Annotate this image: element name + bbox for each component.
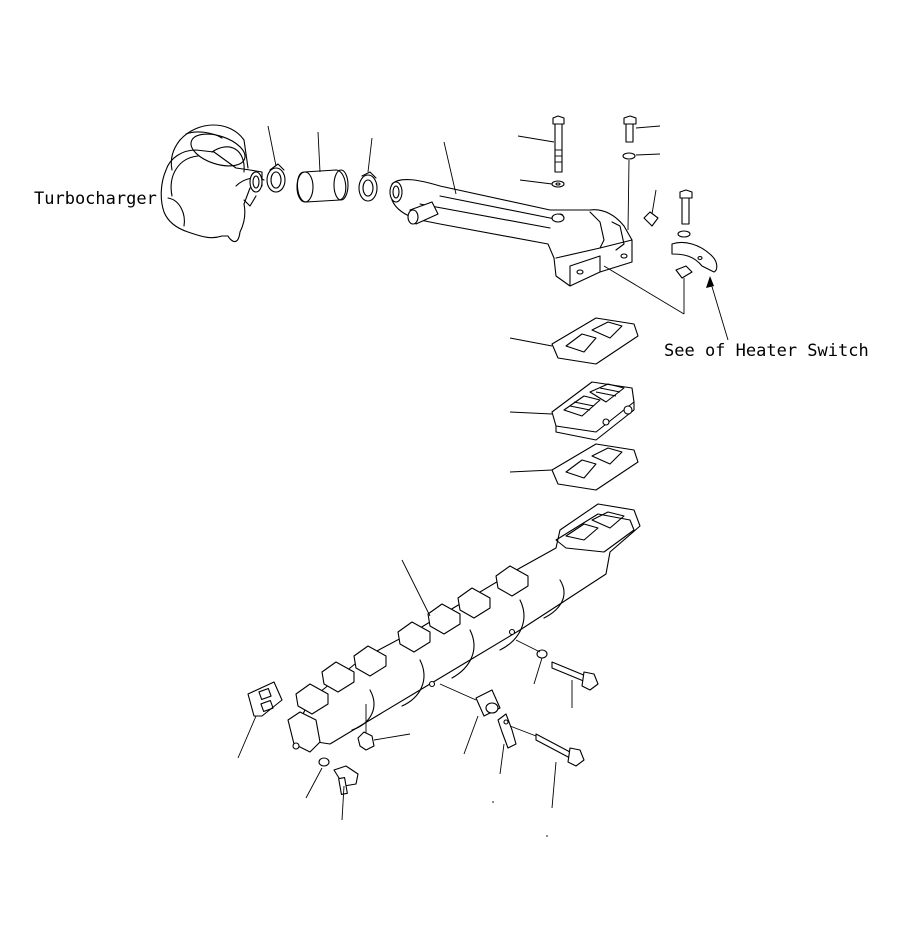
sleeve <box>439 683 501 755</box>
hose-clamp-1 <box>266 125 286 193</box>
heater-bracket <box>671 241 718 273</box>
heater-switch-label: See of Heater Switch <box>664 341 869 361</box>
gasket-small <box>237 681 283 759</box>
bolt-heater <box>679 189 693 225</box>
washer-4 <box>305 757 330 799</box>
plug <box>643 189 659 227</box>
bolt-long-1 <box>517 115 565 173</box>
turbocharger-label: Turbocharger <box>34 189 157 209</box>
hose <box>296 131 349 203</box>
spacer-heater <box>603 265 693 315</box>
bolt-3 <box>551 661 599 708</box>
washer-5 <box>515 639 548 685</box>
washer-heater <box>677 230 691 238</box>
bolt-long-2 <box>509 725 585 809</box>
heater-switch-pointer <box>706 276 729 341</box>
washer-3 <box>622 152 661 231</box>
hose-clamp-2 <box>358 137 378 202</box>
clip <box>497 713 517 775</box>
bolt-short-1 <box>623 115 661 143</box>
exhaust-manifold <box>287 503 641 753</box>
washer-2 <box>551 213 565 223</box>
gasket-2 <box>509 443 639 491</box>
washer-1 <box>519 179 565 188</box>
gasket-1 <box>509 317 639 365</box>
drain-plug <box>357 704 411 751</box>
heater-plate <box>509 381 635 441</box>
bolt-2 <box>333 765 359 821</box>
air-connector <box>389 141 633 287</box>
turbocharger <box>160 124 265 243</box>
